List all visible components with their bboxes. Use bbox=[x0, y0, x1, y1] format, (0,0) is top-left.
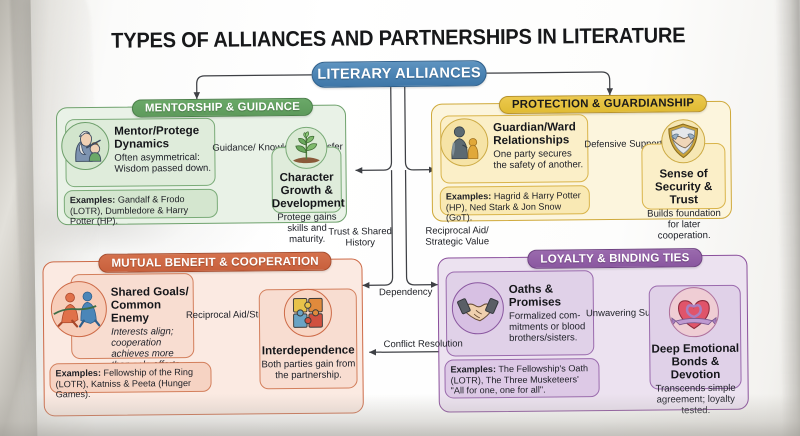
mentor-protege-text: Mentor/Protege Dynamics Often asymmetric… bbox=[114, 124, 212, 175]
examples-label-mutual: Examples: bbox=[55, 367, 102, 379]
page-bottom-shadow bbox=[0, 394, 800, 436]
cross-link-label-reciprocal: Reciprocal Aid/ Strategic Value bbox=[425, 225, 490, 248]
growing-plant-icon bbox=[285, 126, 328, 170]
oaths-promises-desc: Formalized com-mitments or blood brother… bbox=[508, 310, 586, 345]
shared-goals-title: Shared Goals/ Common Enemy bbox=[110, 285, 189, 325]
interdependence-desc: Both parties gain from the partnership. bbox=[261, 358, 356, 382]
root-node-literary-alliances[interactable]: LITERARY ALLIANCES bbox=[311, 60, 487, 88]
puzzle-pieces-icon bbox=[283, 288, 333, 338]
pill-protection[interactable]: PROTECTION & GUARDIANSHIP bbox=[498, 94, 708, 115]
examples-card-loyalty[interactable]: Examples: The Fellowship's Oath (LOTR), … bbox=[444, 358, 600, 399]
shared-goals-text: Shared Goals/ Common Enemy Interests ali… bbox=[111, 285, 194, 371]
sense-security-text: Sense of Security & Trust Builds foundat… bbox=[642, 167, 727, 242]
tug-of-war-team-icon bbox=[50, 280, 108, 338]
interdependence-text: Interdependence Both parties gain from t… bbox=[259, 343, 357, 381]
examples-label-loyalty: Examples: bbox=[450, 364, 497, 375]
cross-link-label-trust: Trust & Shared History bbox=[328, 226, 392, 249]
arrow-label-protection: Defensive Support/ Loyalty bbox=[584, 138, 698, 151]
pill-loyalty[interactable]: LOYALTY & BINDING TIES bbox=[527, 248, 703, 269]
guardian-ward-text: Guardian/Ward Relationships One party se… bbox=[493, 120, 585, 171]
arrow-label-mutual: Reciprocal Aid/Strategic Value bbox=[185, 308, 314, 322]
examples-label-protection: Examples: bbox=[445, 191, 492, 202]
examples-card-protection[interactable]: Examples: Hagrid & Harry Potter (HP), Ne… bbox=[439, 185, 590, 223]
cross-link-label-dependency: Dependency bbox=[378, 286, 433, 299]
oaths-promises-text: Oaths & Promises Formalized com-mitments… bbox=[508, 282, 590, 345]
sense-security-desc: Builds foundation for later cooperation. bbox=[647, 207, 721, 242]
handshake-icon bbox=[451, 282, 505, 335]
shield-handshake-icon bbox=[661, 119, 706, 164]
guardian-and-child-icon bbox=[440, 118, 489, 167]
guardian-ward-title: Guardian/Ward Relationships bbox=[493, 120, 576, 148]
pill-mutual[interactable]: MUTUAL BENEFIT & COOPERATION bbox=[98, 251, 332, 273]
wizard-mentor-icon bbox=[61, 121, 110, 171]
guardian-ward-desc: One party secures the safety of another. bbox=[493, 148, 584, 172]
deep-emotional-bonds-title: Deep Emotional Bonds & Devotion bbox=[651, 341, 740, 382]
pill-mentorship[interactable]: MENTORSHIP & GUIDANCE bbox=[131, 97, 314, 118]
oaths-promises-title: Oaths & Promises bbox=[508, 282, 562, 309]
page-title: TYPES OF ALLIANCES AND PARTNERSHIPS IN L… bbox=[111, 23, 686, 53]
mentor-protege-desc: Often asymmetrical: Wisdom passed down. bbox=[114, 151, 212, 175]
cross-link-label-conflict: Conflict Resolution bbox=[383, 338, 463, 351]
interdependence-title: Interdependence bbox=[261, 343, 355, 358]
arrow-label-mentorship: Guidance/ Knowledge Transfer bbox=[212, 142, 343, 154]
character-growth-title: Character Growth & Development bbox=[271, 170, 345, 211]
examples-card-mutual[interactable]: Examples: Fellowship of the Ring (LOTR),… bbox=[49, 361, 212, 400]
mentor-protege-title: Mentor/Protege Dynamics bbox=[114, 123, 200, 151]
examples-card-mentorship[interactable]: Examples: Gandalf & Frodo (LOTR), Dumble… bbox=[63, 188, 218, 226]
arrow-label-loyalty: Unwavering Support/ Sacrifice bbox=[585, 307, 714, 320]
examples-label-mentorship: Examples: bbox=[69, 194, 116, 206]
heart-ribbon-icon bbox=[668, 286, 720, 338]
sense-security-title: Sense of Security & Trust bbox=[654, 167, 713, 207]
